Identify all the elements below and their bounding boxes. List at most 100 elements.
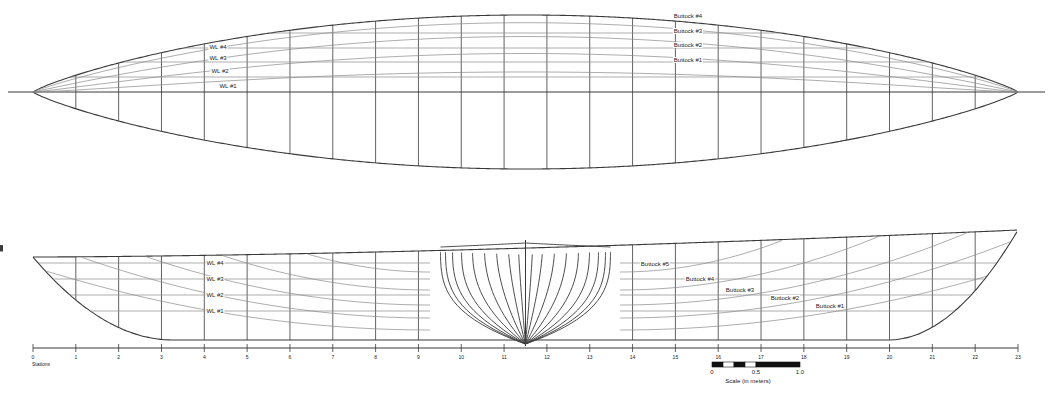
buttock-line [620,237,878,290]
station-line [846,44,847,140]
axis-tick [932,344,933,352]
buttock-label: Buttock #3 [725,287,755,293]
section-mark [0,248,3,251]
buttock-label: Buttock #4 [673,13,703,19]
buttock-label: Buttock #2 [770,295,800,301]
center-line [525,240,526,346]
axis-tick [332,344,333,352]
waterline [33,23,1018,92]
station-number: 7 [330,355,335,360]
section-mark [0,247,3,250]
station-line [418,18,419,166]
station-number: 0 [31,355,36,360]
waterline [53,279,430,280]
section-curve [526,252,599,344]
section-curve [526,254,533,344]
axis-tick [889,344,890,352]
station-number: 5 [245,355,250,360]
buttock-label: Buttock #3 [673,28,703,34]
section-curve [446,252,526,344]
station-line [932,63,933,121]
section-curve [526,253,590,344]
scale-segment [756,362,800,367]
station-line [675,243,676,340]
waterline-label: WL #2 [210,68,229,74]
station-line [161,256,162,339]
section-curve [526,252,606,344]
axis-tick [418,344,419,352]
section-curve [526,252,611,344]
station-number: 18 [800,355,808,360]
waterline [620,263,996,264]
station-number: 23 [1014,355,1022,360]
station-line [889,53,890,132]
waterline-label: WL #2 [205,292,224,298]
sheer-outline [33,92,1018,169]
station-number: 9 [416,355,421,360]
station-number: 6 [288,355,293,360]
station-line [589,16,590,168]
deck-line [526,243,611,247]
axis-title: Stations [31,362,51,367]
station-line [161,53,162,132]
buttock-line [46,271,430,330]
axis-tick [289,344,290,352]
scale-segment [734,362,745,367]
station-number: 2 [116,355,121,360]
waterline-label: WL #1 [218,83,237,89]
section-mark [0,248,3,251]
station-line [247,36,248,147]
buttock-label: Buttock #1 [673,57,703,63]
section-curve [485,253,526,344]
scale-segment [745,362,756,367]
scale-segment [723,362,734,367]
section-curve [526,254,543,344]
station-line [247,255,248,340]
station-line [75,75,76,109]
section-curve [453,252,526,344]
waterline [70,295,430,296]
station-line [632,18,633,166]
buttock-line [145,256,430,305]
buttock-line [620,242,1010,318]
station-line [803,239,804,340]
axis-tick [118,344,119,352]
station-number: 13 [586,355,594,360]
axis-tick [204,344,205,352]
scale-number: 0 [709,369,714,375]
station-line [118,256,119,327]
station-line [889,235,890,340]
buttock-label: Buttock #1 [815,303,845,309]
station-line [761,30,762,153]
axis-tick [461,344,462,352]
scale-segment [712,362,723,367]
axis-tick [975,344,976,352]
station-number: 21 [929,355,937,360]
scale-number: 1.0 [795,369,805,375]
axis-tick [375,344,376,352]
station-line [461,16,462,168]
station-number: 22 [971,355,979,360]
axis-tick [846,344,847,352]
buttock-line [620,232,968,305]
station-line [118,63,119,121]
station-line [289,30,290,153]
section-curve [526,254,555,344]
axis-tick [632,344,633,352]
station-line [375,21,376,163]
station-line [718,242,719,340]
station-line [332,253,333,340]
buttock-label: Buttock #2 [673,42,703,48]
station-axis [33,348,1018,349]
waterline-label: WL #4 [208,44,227,50]
waterline [33,37,1018,92]
axis-tick [75,344,76,352]
waterline [620,311,954,312]
deck-line [441,243,526,247]
buttock-line [123,62,928,63]
station-line [375,252,376,340]
section-mark [0,248,3,251]
station-number: 11 [500,355,507,360]
station-number: 14 [629,355,637,360]
